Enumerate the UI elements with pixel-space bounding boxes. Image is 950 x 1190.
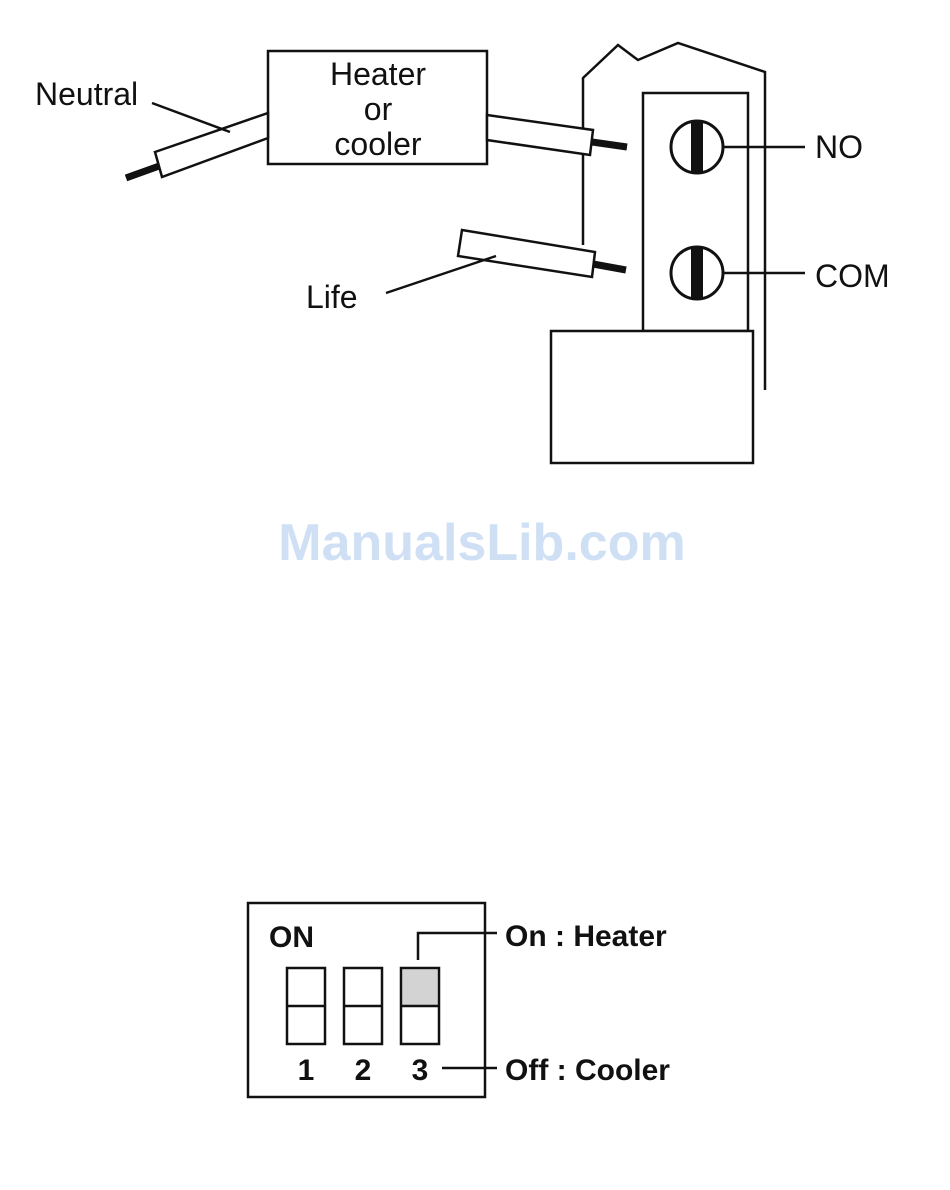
life-label: Life — [306, 279, 358, 315]
dip-switch-3-on-knob — [403, 970, 438, 1006]
dip-switch-3 — [401, 968, 439, 1044]
life-leader-line — [386, 256, 496, 293]
load-label-line3: cooler — [334, 126, 422, 162]
dip-switch-1-number: 1 — [298, 1054, 315, 1087]
no-label: NO — [815, 129, 863, 165]
dip-switch-1 — [287, 968, 325, 1044]
off-cooler-label: Off : Cooler — [505, 1054, 670, 1087]
life-wire — [458, 230, 626, 277]
no-screw-terminal-icon — [671, 121, 723, 173]
dip-switch-3-number: 3 — [412, 1054, 429, 1087]
relay-base-block — [551, 331, 753, 463]
dip-switch-2-number: 2 — [355, 1054, 372, 1087]
com-screw-terminal-icon — [671, 247, 723, 299]
dip-switch-2 — [344, 968, 382, 1044]
watermark-text: ManualsLib.com — [278, 514, 685, 572]
load-to-no-wire — [487, 115, 627, 155]
load-label-line1: Heater — [330, 56, 426, 92]
on-heater-label: On : Heater — [505, 920, 667, 953]
neutral-leader-line — [152, 103, 230, 132]
neutral-wire — [126, 113, 268, 178]
neutral-label: Neutral — [35, 76, 138, 112]
com-label: COM — [815, 258, 890, 294]
load-label-line2: or — [364, 91, 393, 127]
dip-on-label: ON — [269, 921, 314, 954]
